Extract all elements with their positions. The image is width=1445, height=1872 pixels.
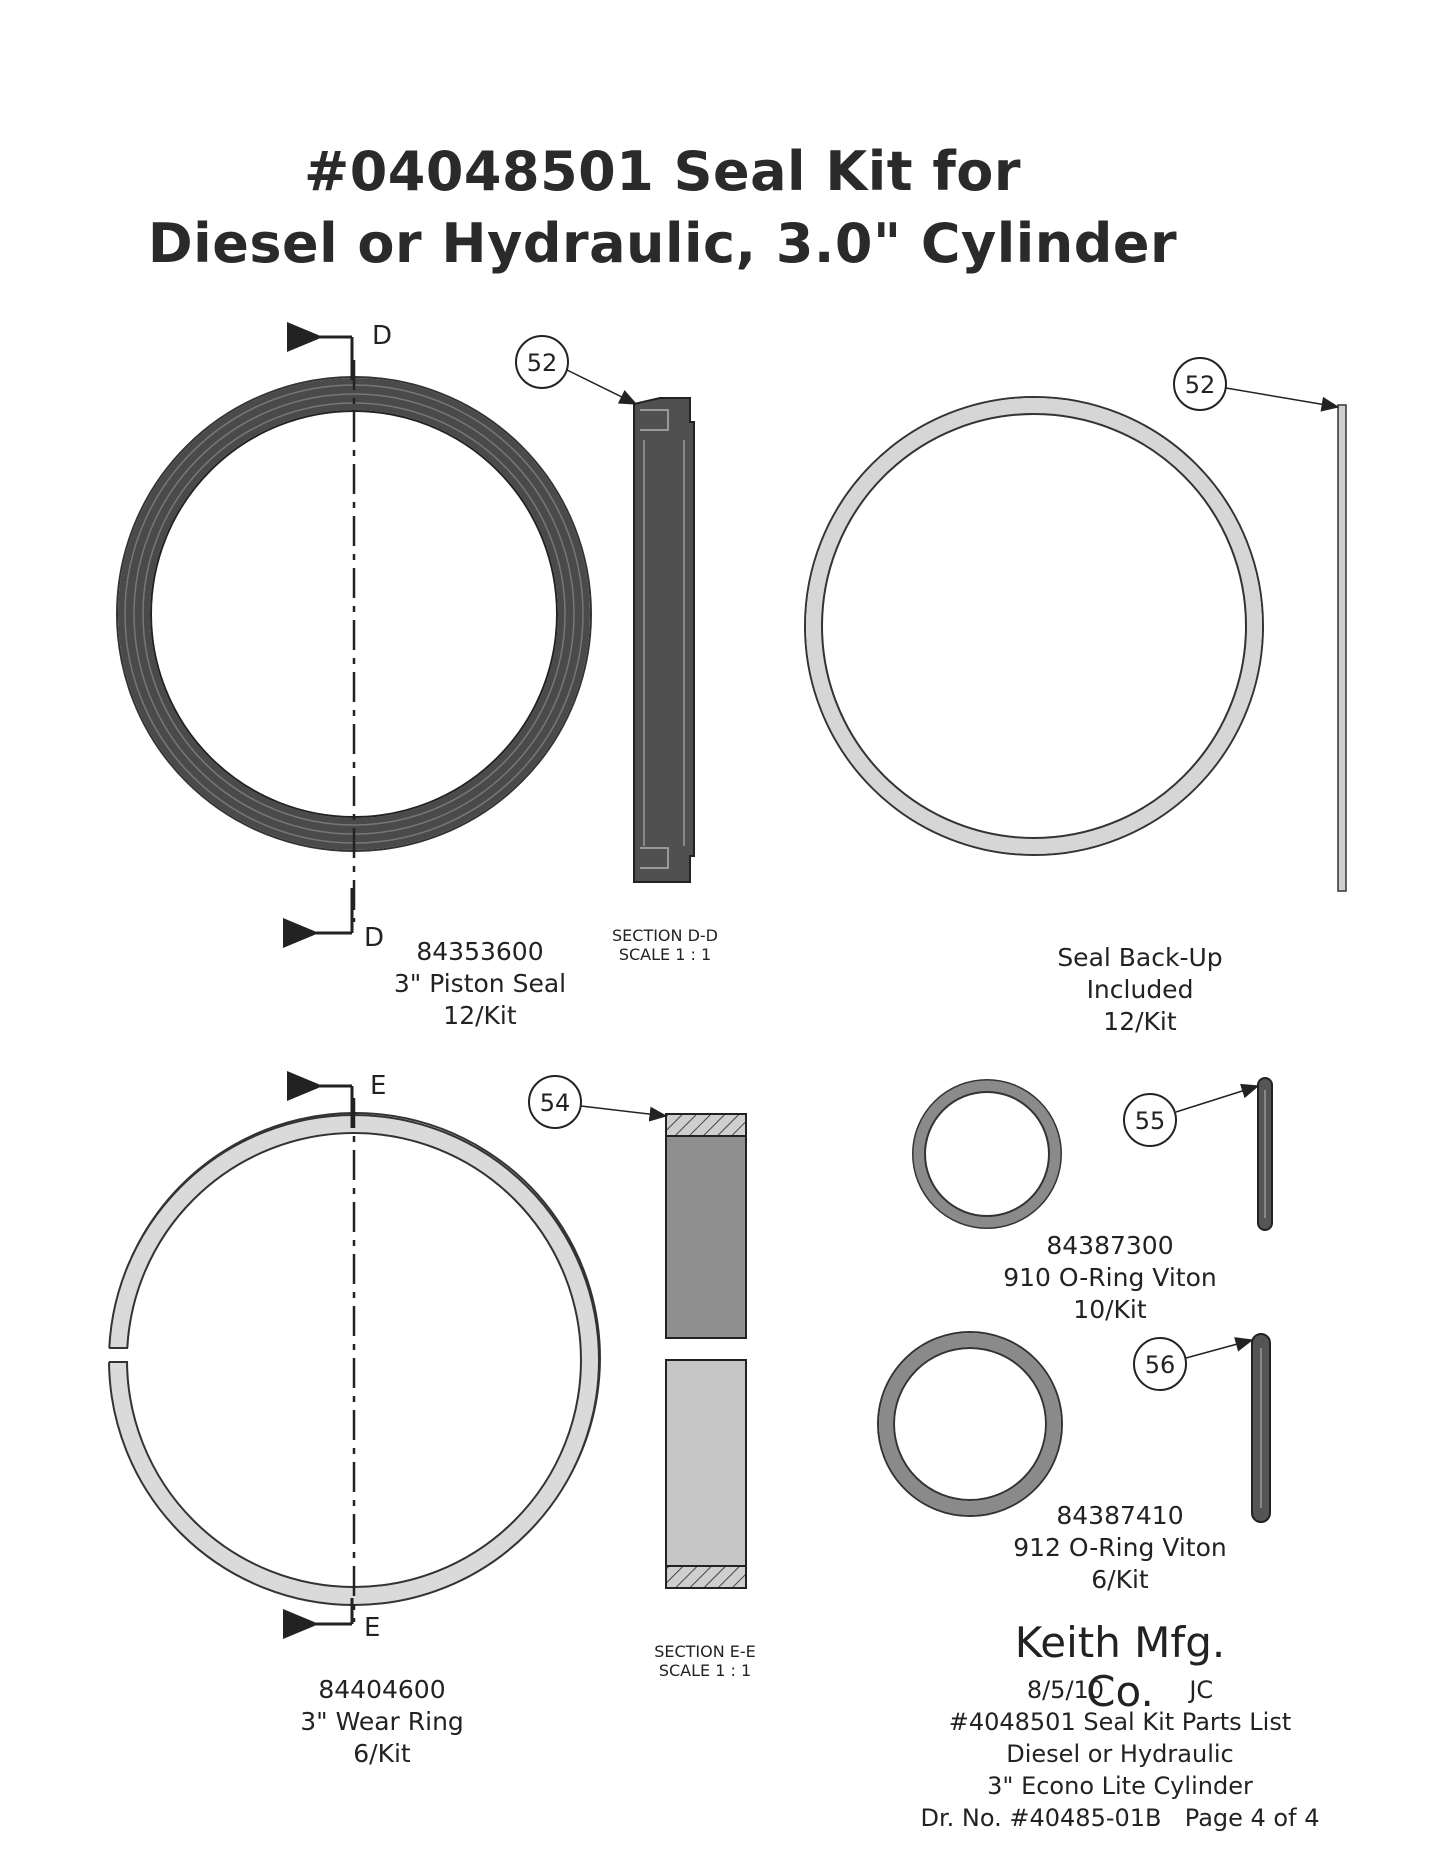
callout-56: 56 (1145, 1351, 1176, 1379)
piston-seal-drawing (116, 322, 592, 948)
oring-912-part-no: 84387410 (1056, 1501, 1184, 1530)
title-block-line-2: #4048501 Seal Kit Parts List (948, 1708, 1292, 1736)
oring-912-name: 912 O-Ring Viton (1013, 1533, 1227, 1562)
backup-ring-drawing (804, 396, 1347, 892)
piston-seal-qty: 12/Kit (443, 1001, 517, 1030)
company-name: Keith Mfg. Co. (1014, 1618, 1226, 1716)
section-marker-d-bottom: D (364, 923, 384, 953)
backup-line-1: Seal Back-Up (1057, 943, 1223, 972)
backup-line-2: Included (1086, 975, 1194, 1004)
title-block-line-4: 3" Econo Lite Cylinder (987, 1772, 1253, 1800)
section-dd-name: SECTION D-D (612, 926, 718, 945)
oring-910-name: 910 O-Ring Viton (1003, 1263, 1217, 1292)
title-block-line-3: Diesel or Hydraulic (1006, 1740, 1234, 1768)
oring-912-drawing (877, 1331, 1271, 1523)
oring-910-qty: 10/Kit (1073, 1295, 1147, 1324)
wear-ring-part-no: 84404600 (318, 1675, 446, 1704)
section-marker-d-top: D (372, 321, 392, 351)
section-ee-profile (665, 1113, 747, 1589)
section-ee-scale: SCALE 1 : 1 (658, 1661, 752, 1680)
section-marker-e-bottom: E (364, 1613, 380, 1643)
title-block-initials: JC (1189, 1676, 1214, 1704)
section-marker-e-top: E (370, 1071, 386, 1101)
callout-52-piston: 52 (527, 349, 558, 377)
section-ee-name: SECTION E-E (654, 1642, 756, 1661)
callout-55: 55 (1135, 1107, 1166, 1135)
piston-seal-part-no: 84353600 (416, 937, 544, 966)
section-dd-profile (633, 397, 695, 883)
callout-54: 54 (540, 1089, 571, 1117)
title-block-date-line: 8/5/10 JC (900, 1674, 1340, 1706)
oring-910-drawing (912, 1077, 1273, 1231)
callout-52-backup: 52 (1185, 371, 1216, 399)
oring-912-qty: 6/Kit (1091, 1565, 1149, 1594)
title-line-2: Diesel or Hydraulic, 3.0" Cylinder (147, 212, 1178, 275)
section-dd-scale: SCALE 1 : 1 (618, 945, 712, 964)
wear-ring-name: 3" Wear Ring (300, 1707, 464, 1736)
wear-ring-qty: 6/Kit (353, 1739, 411, 1768)
title-line-1: #04048501 Seal Kit for (303, 140, 1022, 203)
title-block-page: Page 4 of 4 (1184, 1804, 1320, 1832)
backup-qty: 12/Kit (1103, 1007, 1177, 1036)
title-block-drawing-no: Dr. No. #40485-01B (920, 1804, 1162, 1832)
oring-910-part-no: 84387300 (1046, 1231, 1174, 1260)
title-block-dr-line: Dr. No. #40485-01B Page 4 of 4 (900, 1802, 1340, 1834)
wear-ring-drawing (100, 1071, 601, 1639)
piston-seal-name: 3" Piston Seal (393, 969, 567, 998)
title-block-date: 8/5/10 (1026, 1676, 1105, 1704)
